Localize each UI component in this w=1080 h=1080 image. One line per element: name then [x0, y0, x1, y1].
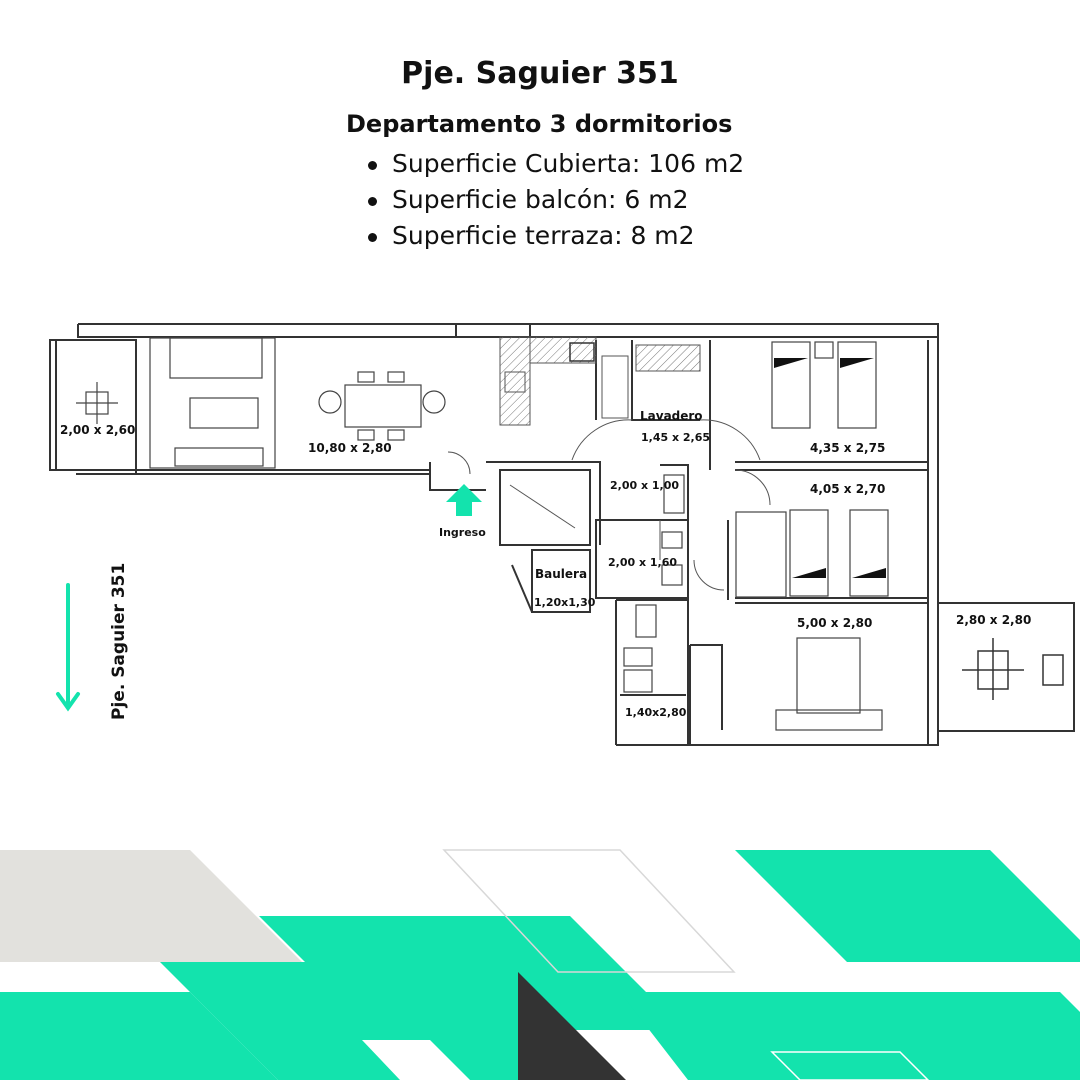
- room-size-bathroom-1: 2,00 x 1,60: [608, 556, 677, 569]
- room-size-bathroom-2: 1,40x2,80: [625, 706, 687, 719]
- room-size-balcony: 2,00 x 2,60: [60, 423, 135, 437]
- street-arrow-icon: [56, 583, 80, 712]
- living-furniture: [76, 337, 446, 469]
- room-name-laundry: Lavadero: [640, 409, 703, 423]
- room-size-laundry: 1,45 x 2,65: [641, 431, 710, 444]
- page-subtitle: Departamento 3 dormitorios: [346, 110, 733, 138]
- bedroom-furniture: [623, 341, 889, 731]
- decorative-shapes: [0, 849, 1080, 1080]
- kitchen-counters: [499, 336, 701, 426]
- bed-pillows: [774, 358, 886, 578]
- entrance-arrow-icon: [446, 484, 482, 516]
- feature-covered-area: Superficie Cubierta: 106 m2: [366, 146, 744, 182]
- plan-walls: [49, 323, 1075, 746]
- page-title: Pje. Saguier 351: [401, 56, 679, 91]
- entrance-label: Ingreso: [439, 526, 486, 539]
- feature-balcony-area: Superficie balcón: 6 m2: [366, 182, 744, 218]
- feature-terrace-area: Superficie terraza: 8 m2: [366, 218, 744, 254]
- room-size-terrace: 2,80 x 2,80: [956, 613, 1031, 627]
- door-swings: [447, 419, 771, 591]
- room-size-bedroom-1: 4,35 x 2,75: [810, 441, 885, 455]
- room-size-bedroom-2: 4,05 x 2,70: [810, 482, 885, 496]
- room-name-storage: Baulera: [535, 567, 587, 581]
- room-size-bedroom-3: 5,00 x 2,80: [797, 616, 872, 630]
- room-size-living: 10,80 x 2,80: [308, 441, 392, 455]
- street-label: Pje. Saguier 351: [109, 563, 129, 720]
- room-size-hall: 2,00 x 1,00: [610, 479, 679, 492]
- terrace-furniture: [962, 638, 1064, 700]
- feature-list: Superficie Cubierta: 106 m2 Superficie b…: [366, 146, 744, 254]
- room-size-storage: 1,20x1,30: [534, 596, 596, 609]
